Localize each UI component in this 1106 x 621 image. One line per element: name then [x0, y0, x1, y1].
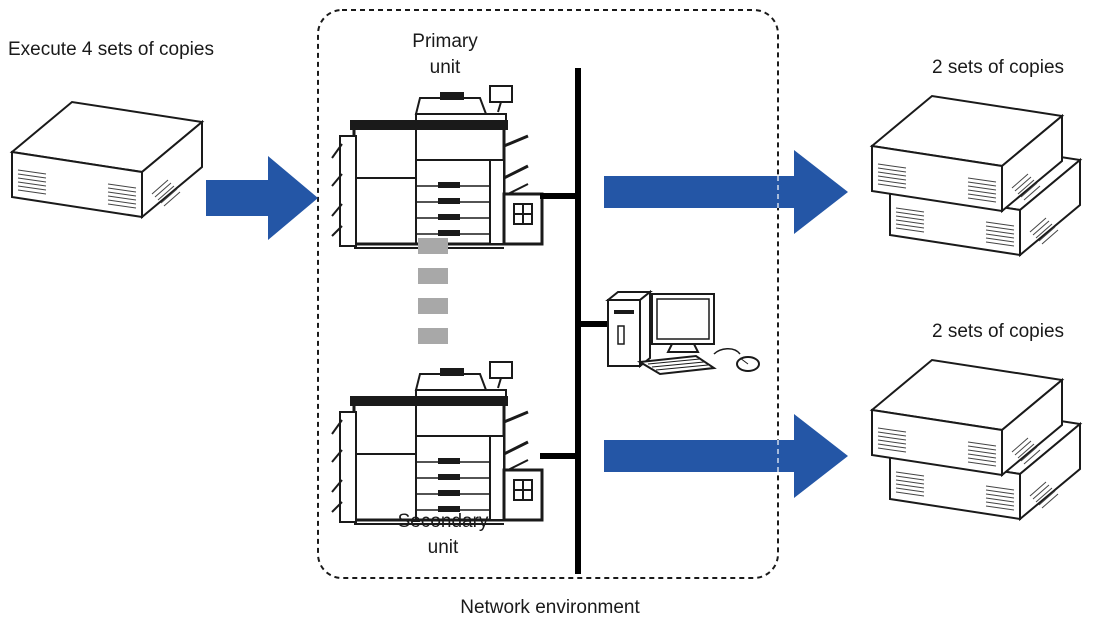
arrow-right-icon [604, 414, 848, 498]
arrow-right-icon [604, 150, 848, 234]
input-paper-stack-icon [11, 101, 203, 218]
secondary-unit-label-line2: unit [427, 537, 459, 558]
arrow-right-icon [206, 156, 318, 240]
computer-icon [605, 289, 760, 376]
ellipsis-blocks [418, 238, 448, 344]
network-environment-caption: Network environment [460, 597, 640, 618]
output-bottom-caption: 2 sets of copies [932, 321, 1065, 342]
secondary-unit-label-line1: Secondary [397, 511, 489, 532]
primary-unit-label-line1: Primary [412, 31, 478, 52]
output-top-caption: 2 sets of copies [932, 57, 1065, 78]
secondary-printer-icon [330, 360, 544, 526]
primary-printer-icon [330, 84, 544, 250]
input-caption: Execute 4 sets of copies [8, 39, 214, 60]
primary-unit-label-line2: unit [429, 57, 461, 78]
